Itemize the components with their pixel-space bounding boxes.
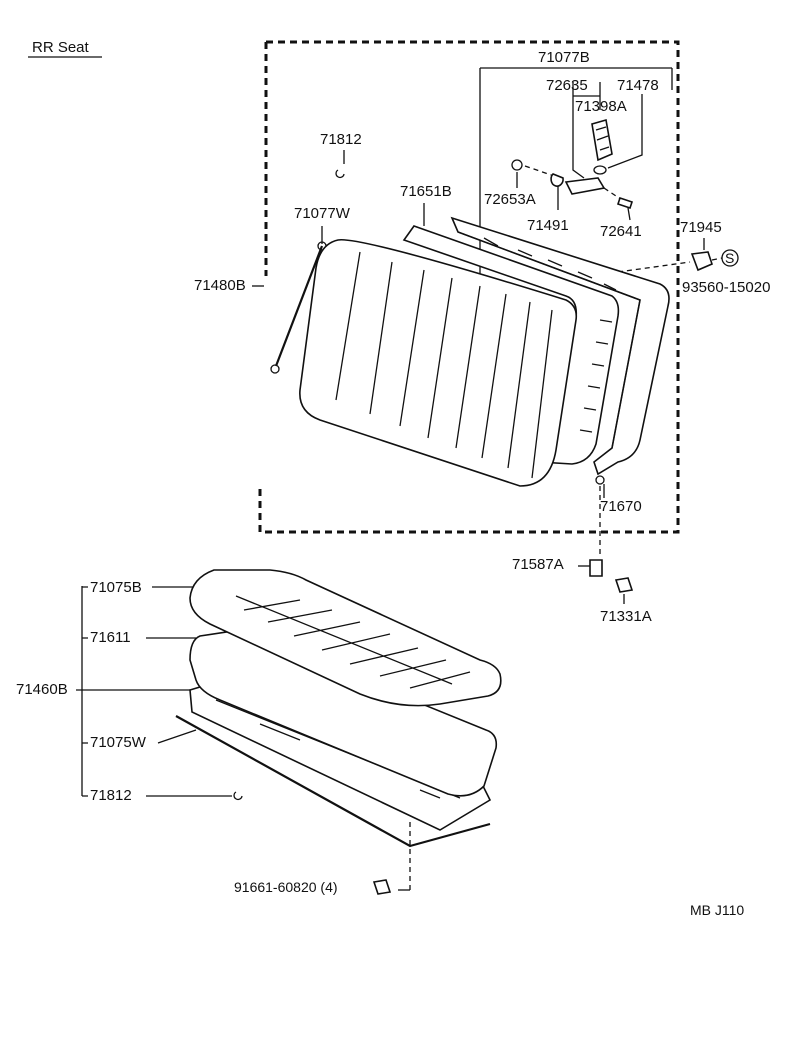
label-93560-15020: 93560-15020: [682, 279, 770, 296]
label-71077B: 71077B: [538, 49, 590, 66]
leader-72635: [572, 96, 585, 179]
label-71077W: 71077W: [294, 205, 351, 222]
seatbelt-cover: [591, 118, 613, 162]
dash-72641: [603, 187, 623, 201]
seatback-frame-inner: [457, 231, 641, 449]
label-71670: 71670: [600, 498, 642, 515]
label-71611: 71611: [90, 629, 131, 646]
bolt-72641: [616, 196, 634, 210]
wire-end-bottom: [270, 364, 280, 374]
label-71331A: 71331A: [600, 608, 652, 625]
label-72653A: 72653A: [484, 191, 536, 208]
bushing-71491: [550, 173, 564, 187]
nut-71587A: [589, 559, 603, 577]
nut-72653A: [511, 159, 523, 171]
bolt-71331A: [614, 577, 634, 593]
seat-cushion-pad: [189, 629, 498, 797]
label-71478: 71478: [617, 77, 659, 94]
dash-s-mark: [711, 257, 723, 261]
leader-72641: [627, 207, 631, 221]
seatbelt-cover-detail: [595, 126, 610, 151]
dash-71945: [617, 261, 691, 273]
label-71075B: 71075B: [90, 579, 142, 596]
pad-ribs: [579, 319, 613, 433]
label-71945: 71945: [680, 219, 722, 236]
label-71075W: 71075W: [90, 734, 147, 751]
clip-71812-bottom: [233, 791, 243, 801]
diagram-code: MB J110: [690, 902, 744, 918]
bolt-91661: [372, 879, 392, 895]
label-72635: 72635: [546, 77, 588, 94]
seatback-frame: [450, 216, 670, 476]
cushion-cover-pleats: [235, 595, 471, 689]
s-mark: S: [725, 250, 734, 266]
label-71812-bottom: 71812: [90, 787, 132, 804]
seatback-cover: [299, 238, 578, 487]
label-71812-top: 71812: [320, 131, 362, 148]
frame-slots: [483, 237, 617, 291]
label-71587A: 71587A: [512, 556, 564, 573]
label-71480B: 71480B: [194, 277, 246, 294]
label-91661-60820: 91661-60820 (4): [234, 879, 338, 895]
hinge-bracket: [564, 177, 606, 195]
frame-mount-hole: [595, 475, 605, 485]
label-71651B: 71651B: [400, 183, 452, 200]
bracket-71077B: [479, 67, 673, 280]
ring-71478: [593, 165, 607, 175]
seatback-group-frame: [258, 40, 680, 534]
wire-71075W: [175, 715, 491, 848]
bracket-72635: [572, 82, 601, 110]
label-71491: 71491: [527, 217, 569, 234]
label-71460B: 71460B: [16, 681, 68, 698]
leader-71478: [607, 94, 643, 169]
seatback-pad: [402, 225, 620, 465]
seatback-cover-pleats: [335, 251, 553, 479]
label-71398A: 71398A: [575, 98, 627, 115]
label-72641: 72641: [600, 223, 642, 240]
clip-71812-top: [335, 169, 345, 179]
wire-71077W: [274, 245, 324, 367]
leader-71075W: [82, 729, 197, 744]
s-mark-circle: [721, 249, 739, 267]
hook-71945: [690, 251, 713, 272]
diagram-title: RR Seat: [32, 39, 90, 56]
